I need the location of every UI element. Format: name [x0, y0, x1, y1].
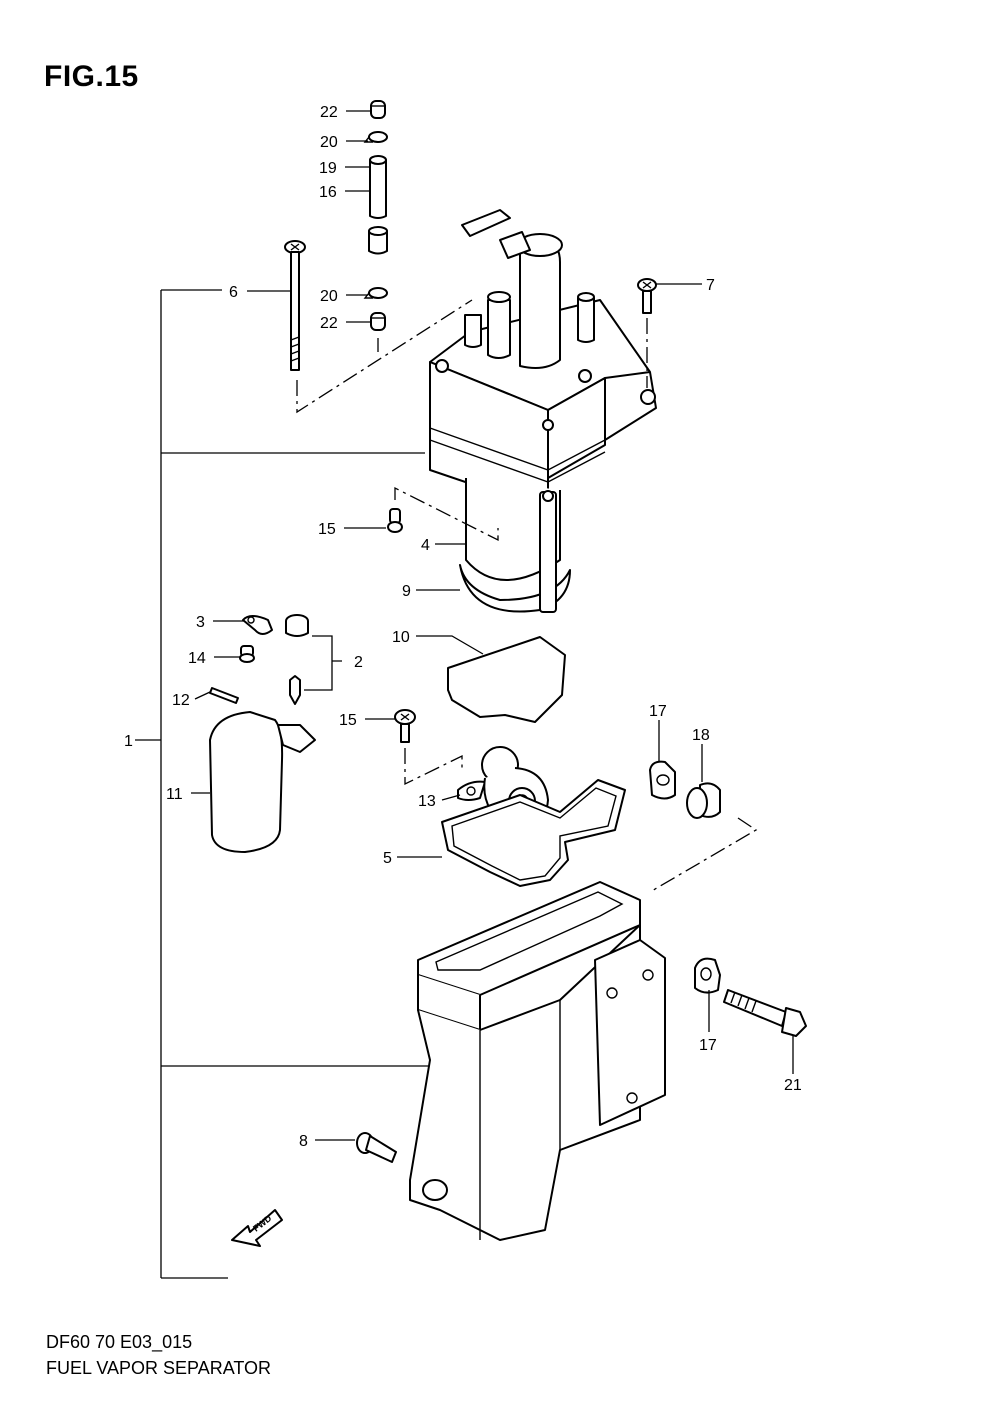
clip-20-top	[363, 131, 388, 143]
screw-15-upper-alignment	[394, 486, 499, 542]
callout-22-bottom: 22	[320, 315, 338, 332]
callout-numbers: 22 20 19 16 6 20 22 7 15 4 9 3 14 2 10 1…	[124, 104, 802, 1150]
cap-22-top	[370, 100, 386, 119]
long-bolt-6	[284, 240, 306, 371]
callout-18: 18	[692, 727, 710, 744]
screw-14	[239, 645, 255, 663]
callout-22-top: 22	[320, 104, 338, 121]
callout-17-upper: 17	[649, 703, 667, 720]
gasket-10	[447, 636, 566, 723]
callout-8: 8	[299, 1133, 308, 1150]
callout-17-lower: 17	[699, 1037, 717, 1054]
callout-3: 3	[196, 614, 205, 631]
callout-12: 12	[172, 692, 190, 709]
screw-15-upper	[387, 508, 403, 533]
callout-15-upper: 15	[318, 521, 336, 538]
float-11	[209, 711, 316, 853]
callout-6: 6	[229, 284, 238, 301]
bolt-21	[723, 989, 807, 1037]
diagram-code: DF60 70 E03_015	[46, 1332, 193, 1352]
diagram-name: FUEL VAPOR SEPARATOR	[46, 1358, 272, 1378]
cap-22-bottom	[370, 312, 386, 331]
callout-21: 21	[784, 1077, 802, 1094]
callout-13: 13	[418, 793, 436, 810]
forward-direction-badge: FWD	[231, 1209, 283, 1247]
callout-leaders	[191, 110, 794, 1141]
callout-9: 9	[402, 583, 411, 600]
separator-lower-housing	[409, 881, 666, 1241]
screw-15-lower-alignment	[404, 748, 463, 786]
separator-upper-body	[429, 209, 657, 613]
screw-15-lower	[394, 709, 416, 743]
callout-20-top: 20	[320, 134, 338, 151]
grommet-17-lower	[694, 957, 721, 994]
screw-8	[356, 1132, 397, 1163]
hose-16-19	[368, 155, 388, 255]
needle-valve-2	[285, 614, 309, 705]
callout-14: 14	[188, 650, 206, 667]
callout-16: 16	[319, 184, 337, 201]
assembly-bracket	[135, 289, 430, 1279]
grommet-17-upper	[649, 760, 676, 800]
callout-4: 4	[421, 537, 430, 554]
collar-18	[686, 782, 721, 819]
clip-3	[242, 615, 273, 635]
bolt-6-alignment	[296, 299, 473, 414]
callout-20-bottom: 20	[320, 288, 338, 305]
collar-alignment	[649, 817, 758, 893]
callout-10: 10	[392, 629, 410, 646]
callout-5: 5	[383, 850, 392, 867]
pin-12	[209, 687, 239, 704]
figure-title: FIG.15	[44, 60, 139, 93]
callout-7: 7	[706, 277, 715, 294]
callout-2: 2	[354, 654, 363, 671]
callout-19: 19	[319, 160, 337, 177]
callout-15-lower: 15	[339, 712, 357, 729]
callout-1: 1	[124, 733, 133, 750]
callout-11: 11	[166, 786, 183, 803]
gasket-5	[441, 779, 626, 887]
clip-20-bottom	[363, 287, 388, 299]
screw-7	[637, 278, 657, 314]
